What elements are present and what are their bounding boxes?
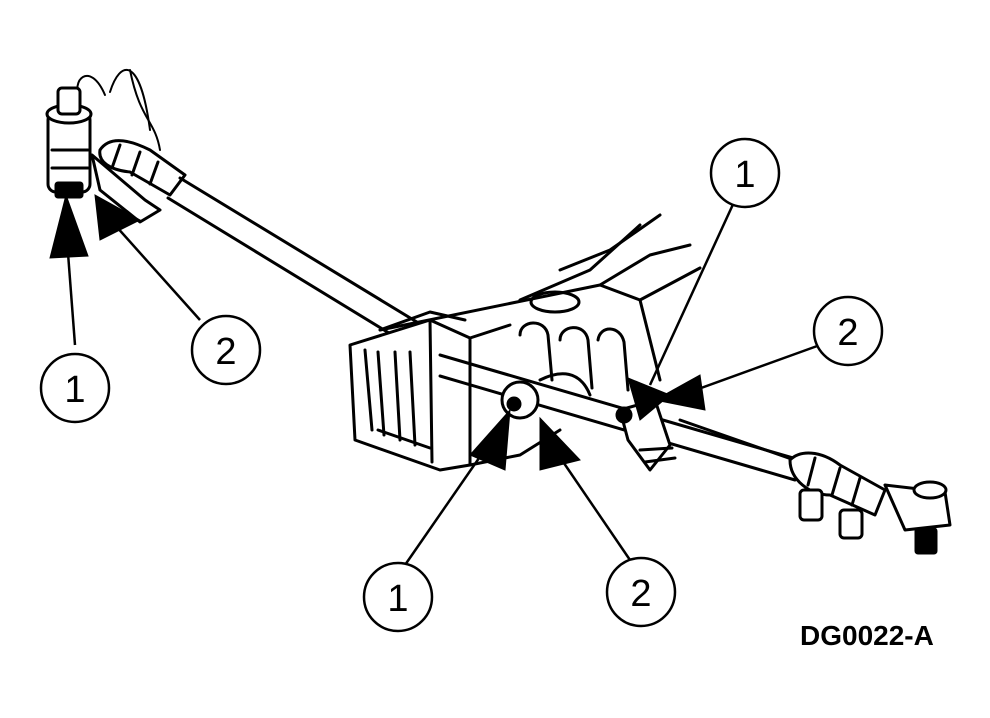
callout-right-1: 1 xyxy=(709,137,781,209)
callout-left-2: 2 xyxy=(190,314,262,386)
callout-right-2: 2 xyxy=(812,295,884,367)
callout-label: 1 xyxy=(734,154,755,196)
frame-crossmember xyxy=(348,213,702,472)
left-tie-rod-end xyxy=(45,68,162,224)
callout-center-2: 2 xyxy=(605,556,677,628)
callout-label: 1 xyxy=(64,369,85,411)
callout-label: 2 xyxy=(630,573,651,615)
callout-label: 2 xyxy=(215,331,236,373)
callout-label: 2 xyxy=(837,312,858,354)
callout-left-1: 1 xyxy=(39,352,111,424)
leader-lines xyxy=(49,193,821,566)
left-tie-rod xyxy=(98,139,432,354)
callout-center-1: 1 xyxy=(362,561,434,633)
right-tie-rod xyxy=(678,418,952,555)
callout-label: 1 xyxy=(387,578,408,620)
figure-id-label: DG0022-A xyxy=(800,620,934,651)
